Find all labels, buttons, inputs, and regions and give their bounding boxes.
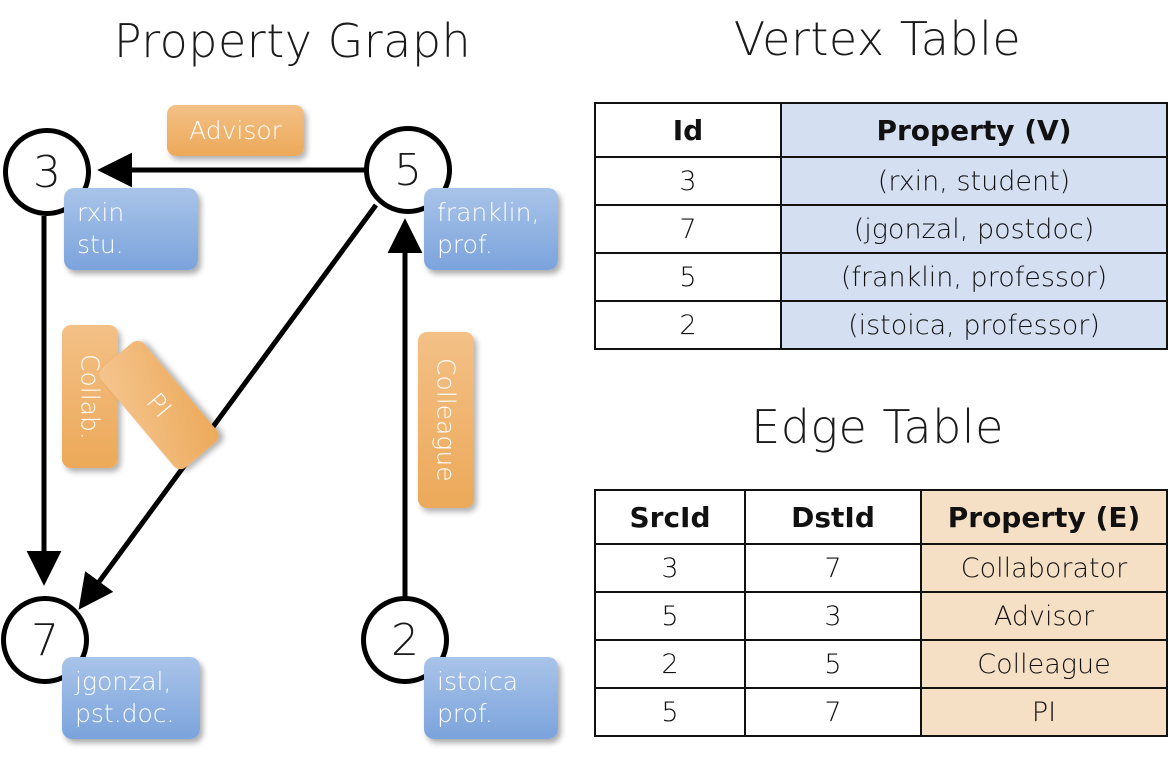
table-row[interactable]: 5 (franklin, professor) (594, 252, 1168, 302)
vertex-property-cell: (franklin, professor) (780, 252, 1168, 302)
property-box-vertex-5: franklin, prof. (424, 188, 558, 270)
vertex-node-2[interactable]: 2 (361, 596, 449, 684)
edge-dst-cell: 7 (744, 687, 922, 737)
property-box-vertex-7-line1: jgonzal, (75, 667, 172, 696)
edge-table-header-dstid: DstId (744, 489, 922, 545)
property-box-vertex-5-line1: franklin, (437, 198, 540, 227)
edge-src-cell: 5 (594, 687, 746, 737)
vertex-id-cell: 3 (594, 156, 782, 206)
table-row[interactable]: 3 (rxin, student) (594, 156, 1168, 206)
table-row[interactable]: 7 (jgonzal, postdoc) (594, 204, 1168, 254)
table-row[interactable]: 5 7 PI (594, 687, 1168, 737)
property-box-vertex-2-line1: istoica (437, 667, 519, 696)
table-row[interactable]: 3 7 Collaborator (594, 543, 1168, 593)
edge-dst-cell: 5 (744, 639, 922, 689)
property-box-vertex-7: jgonzal, pst.doc. (62, 657, 200, 739)
edge-label-advisor: Advisor (167, 105, 304, 156)
vertex-property-cell: (jgonzal, postdoc) (780, 204, 1168, 254)
vertex-node-5[interactable]: 5 (364, 126, 452, 214)
vertex-id-cell: 7 (594, 204, 782, 254)
edge-src-cell: 5 (594, 591, 746, 641)
edge-property-cell: Collaborator (920, 543, 1168, 593)
edge-table-header-srcid: SrcId (594, 489, 746, 545)
table-row[interactable]: 2 5 Colleague (594, 639, 1168, 689)
vertex-property-cell: (rxin, student) (780, 156, 1168, 206)
vertex-table-header-id: Id (594, 102, 782, 158)
property-box-vertex-7-line2: pst.doc. (75, 699, 175, 728)
vertex-table-header-row: Id Property (V) (594, 102, 1168, 158)
edge-table-header-property: Property (E) (920, 489, 1168, 545)
table-row[interactable]: 5 3 Advisor (594, 591, 1168, 641)
property-graph-diagram: 3 5 7 2 rxin stu. franklin, prof. jgonza… (1, 105, 558, 739)
edge-label-colleague: Colleague (418, 332, 474, 508)
edge-property-cell: Advisor (920, 591, 1168, 641)
property-box-vertex-3: rxin stu. (64, 188, 198, 270)
edge-dst-cell: 7 (744, 543, 922, 593)
property-box-vertex-3-line1: rxin (77, 198, 125, 227)
vertex-id-cell: 5 (594, 252, 782, 302)
vertex-property-cell: (istoica, professor) (780, 300, 1168, 350)
vertex-id-cell: 2 (594, 300, 782, 350)
edge-5-to-7 (78, 203, 379, 610)
property-box-vertex-5-line2: prof. (437, 230, 493, 259)
edge-table-header-row: SrcId DstId Property (E) (594, 489, 1168, 545)
edge-property-cell: Colleague (920, 639, 1168, 689)
page-title-edge-table: Edge Table (751, 400, 1004, 454)
table-row[interactable]: 2 (istoica, professor) (594, 300, 1168, 350)
page-title-vertex-table: Vertex Table (733, 12, 1022, 66)
property-box-vertex-3-line2: stu. (77, 230, 124, 259)
edge-table: SrcId DstId Property (E) 3 7 Collaborato… (594, 489, 1168, 737)
vertex-table-header-property: Property (V) (780, 102, 1168, 158)
page-title-property-graph: Property Graph (113, 14, 472, 68)
edge-dst-cell: 3 (744, 591, 922, 641)
edge-src-cell: 2 (594, 639, 746, 689)
vertex-table: Id Property (V) 3 (rxin, student) 7 (jgo… (594, 102, 1168, 350)
property-box-vertex-2-line2: prof. (437, 699, 493, 728)
edge-src-cell: 3 (594, 543, 746, 593)
edge-property-cell: PI (920, 687, 1168, 737)
edge-label-collab: Collab. (62, 325, 118, 468)
graph-edges-svg (26, 152, 423, 610)
property-box-vertex-2: istoica prof. (424, 657, 558, 739)
